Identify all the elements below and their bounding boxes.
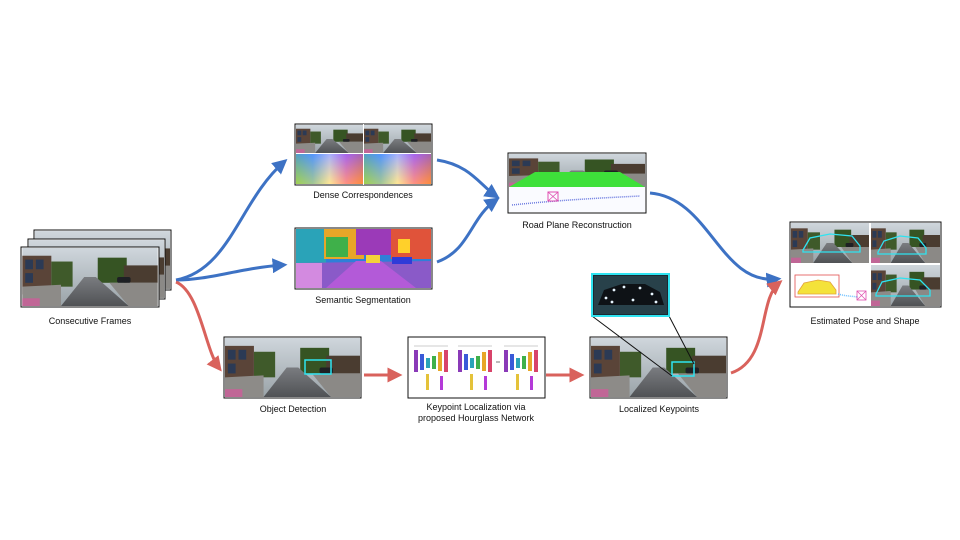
road-plane-reconstruction-label: Road Plane Reconstruction — [522, 220, 632, 230]
consecutive-frames-label: Consecutive Frames — [48, 316, 132, 326]
blue-arrow-road-plane-to-pose — [649, 191, 782, 288]
hourglass-block-1 — [414, 345, 448, 390]
keypoint-zoom-inset — [591, 273, 670, 317]
blue-arrow-correspondences-to-road-plane — [436, 158, 500, 199]
blue-arrow-frames-to-segmentation — [175, 258, 288, 282]
detection-bounding-box — [304, 359, 332, 375]
semantic-segmentation-label: Semantic Segmentation — [315, 295, 411, 305]
road-plane-reconstruction-image — [507, 152, 647, 214]
red-arrow-keypoints-to-pose — [730, 280, 783, 375]
localized-keypoints-image — [589, 273, 728, 399]
keypoint-localization-label-line2: proposed Hourglass Network — [417, 413, 535, 423]
hourglass-block-3 — [504, 345, 538, 390]
keypoint-localization-label-line1: Keypoint Localization via — [426, 402, 526, 412]
hourglass-network-image — [407, 336, 546, 399]
blue-arrow-segmentation-to-road-plane — [436, 197, 500, 264]
estimated-pose-shape-label: Estimated Pose and Shape — [810, 316, 920, 326]
dense-correspondences-image — [294, 123, 433, 186]
semantic-segmentation-image — [294, 227, 433, 290]
red-arrow-frames-to-detection — [175, 280, 222, 372]
object-detection-label: Object Detection — [259, 404, 327, 414]
object-detection-image — [223, 336, 362, 399]
hourglass-block-2 — [458, 345, 492, 390]
blue-arrow-frames-to-correspondences — [175, 159, 288, 282]
dense-correspondences-label: Dense Correspondences — [313, 190, 413, 200]
consecutive-frames-image — [20, 229, 172, 308]
localized-keypoints-label: Localized Keypoints — [618, 404, 700, 414]
estimated-pose-shape-image — [789, 221, 942, 308]
